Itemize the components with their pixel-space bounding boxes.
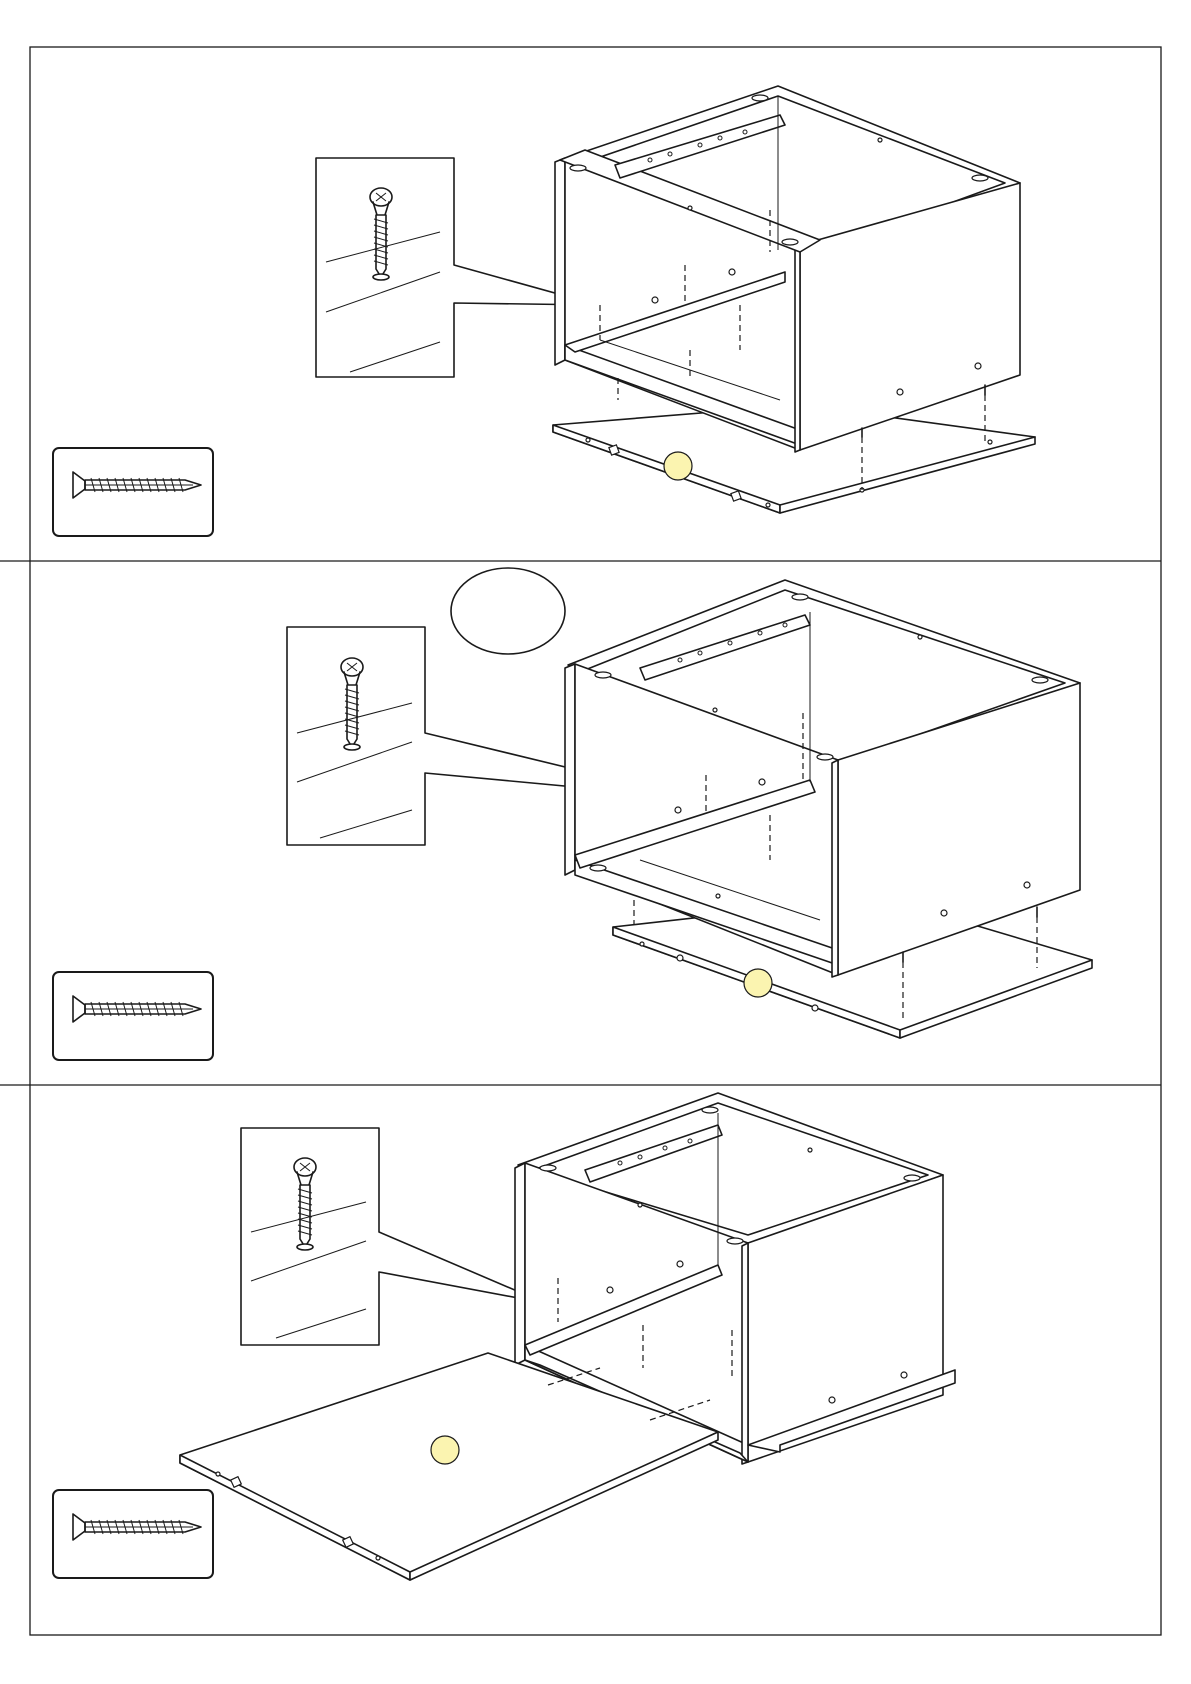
step-3 (53, 1093, 955, 1580)
cabinet-frame-icon (555, 86, 1020, 452)
screw-detail-callout (241, 1128, 545, 1345)
step-2 (53, 568, 1092, 1060)
part-marker (744, 969, 772, 997)
blank-callout (451, 568, 565, 654)
hardware-box (53, 972, 213, 1060)
part-marker (431, 1436, 459, 1464)
step-1 (53, 86, 1035, 536)
cabinet-frame-icon (565, 580, 1080, 977)
hardware-box (53, 1490, 213, 1578)
part-marker (664, 452, 692, 480)
hardware-box (53, 448, 213, 536)
